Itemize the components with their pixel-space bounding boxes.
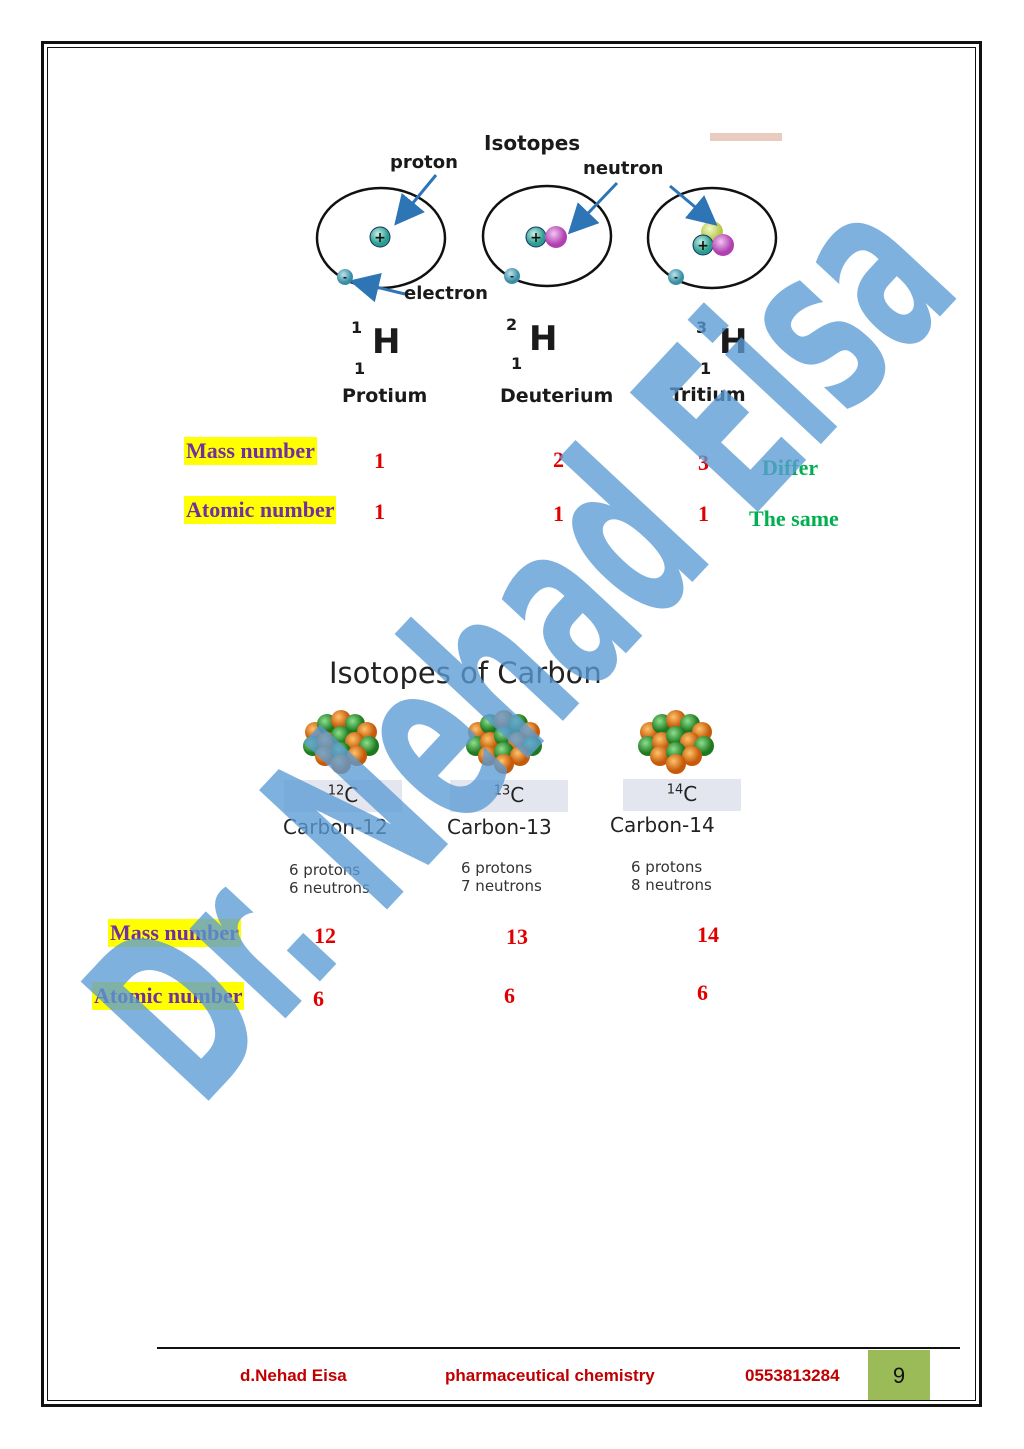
protium-mass-value: 1 xyxy=(374,448,385,473)
logo-smudge xyxy=(710,133,782,141)
carbon-14-atomic-value: 6 xyxy=(697,980,708,1005)
carbon-14-protons: 6 protons xyxy=(631,858,703,876)
footer-phone: 0553813284 xyxy=(745,1366,840,1385)
carbon-12-name: Carbon-12 xyxy=(283,815,388,839)
tritium-atomic-number: 1 xyxy=(700,359,712,378)
footer-divider xyxy=(157,1347,960,1349)
protium-atomic-number: 1 xyxy=(354,359,366,378)
tritium-name: Tritium xyxy=(670,384,746,406)
protium-mass-number: 1 xyxy=(351,318,363,337)
hydrogen-mass-number-label: Mass number xyxy=(184,437,317,465)
carbon-nuclei-graphic xyxy=(303,710,714,774)
neutron-arrow xyxy=(669,184,718,226)
carbon-13-atomic-value: 6 xyxy=(504,983,515,1008)
carbon-14-symbol-box: 14C xyxy=(623,779,741,811)
carbon-12-mass-sup: 12 xyxy=(327,783,345,799)
carbon-14-name: Carbon-14 xyxy=(610,813,715,837)
tritium-mass-number: 3 xyxy=(696,318,708,337)
hydrogen-isotopes-diagram: + + + - - - xyxy=(315,133,782,303)
deuterium-atomic-number: 1 xyxy=(511,354,523,373)
carbon-12-atomic-value: 6 xyxy=(313,986,324,1011)
tritium-symbol: H xyxy=(719,322,748,362)
neutron-particle xyxy=(545,226,567,248)
footer-subject: pharmaceutical chemistry xyxy=(445,1366,655,1385)
carbon-13-nucleus xyxy=(466,710,542,774)
atomic-number-note: The same xyxy=(749,506,839,531)
carbon-13-mass-sup: 13 xyxy=(493,783,511,799)
svg-text:-: - xyxy=(343,270,347,284)
tritium-mass-value: 3 xyxy=(698,450,709,475)
tritium-atomic-value: 1 xyxy=(698,501,709,526)
carbon-13-symbol-box: 13C xyxy=(450,780,568,812)
svg-text:+: + xyxy=(697,238,709,254)
electron-particle xyxy=(337,269,353,285)
isotopes-title: Isotopes xyxy=(484,131,581,155)
page-border-outer xyxy=(41,41,982,1407)
svg-text:+: + xyxy=(530,230,542,246)
neutron-arrow xyxy=(567,181,619,235)
proton-label: proton xyxy=(390,152,458,173)
carbon-12-protons: 6 protons xyxy=(289,861,361,879)
protium-symbol: H xyxy=(372,322,401,362)
neutron-label: neutron xyxy=(583,158,664,179)
carbon-13-symbol: C xyxy=(510,783,525,807)
hydrogen-atomic-number-label: Atomic number xyxy=(184,496,337,524)
carbon-12-symbol-box: 12C xyxy=(284,780,402,812)
carbon-atomic-number-label: Atomic number xyxy=(92,982,245,1010)
svg-text:-: - xyxy=(674,270,678,284)
protium-name: Protium xyxy=(342,385,428,407)
carbon-12-neutrons: 6 neutrons xyxy=(289,879,370,897)
carbon-13-mass-value: 13 xyxy=(506,924,528,949)
carbon-13-neutrons: 7 neutrons xyxy=(461,877,542,895)
carbon-14-neutrons: 8 neutrons xyxy=(631,876,712,894)
page-number: 9 xyxy=(892,1363,906,1388)
deuterium-symbol: H xyxy=(529,319,558,359)
deuterium-mass-value: 2 xyxy=(553,447,564,472)
proton-arrow xyxy=(394,174,438,226)
carbon-12-symbol: C xyxy=(344,783,359,807)
deuterium-atomic-value: 1 xyxy=(553,501,564,526)
carbon-isotopes-title: Isotopes of Carbon xyxy=(329,656,602,690)
neutron-particle xyxy=(712,234,734,256)
carbon-12-mass-value: 12 xyxy=(314,923,336,948)
svg-text:-: - xyxy=(510,269,514,283)
deuterium-name: Deuterium xyxy=(500,385,614,407)
carbon-13-name: Carbon-13 xyxy=(447,815,552,839)
page-number-box: 9 xyxy=(868,1350,930,1400)
electron-label: electron xyxy=(404,283,488,304)
deuterium-orbit xyxy=(481,184,613,288)
carbon-12-nucleus xyxy=(303,710,379,774)
footer-author: d.Nehad Eisa xyxy=(240,1366,347,1385)
carbon-mass-number-label: Mass number xyxy=(108,919,241,947)
mass-number-note: Differ xyxy=(762,455,819,480)
tritium-orbit xyxy=(646,186,778,290)
electron-arrow xyxy=(349,273,406,303)
electron-particle xyxy=(504,268,520,284)
proton-particle xyxy=(369,226,391,248)
page-border-inner xyxy=(47,47,976,1401)
carbon-14-symbol: C xyxy=(683,782,698,806)
svg-text:+: + xyxy=(374,230,386,246)
carbon-13-protons: 6 protons xyxy=(461,859,533,877)
carbon-14-mass-value: 14 xyxy=(697,922,719,947)
protium-atomic-value: 1 xyxy=(374,499,385,524)
electron-particle xyxy=(668,269,684,285)
carbon-14-mass-sup: 14 xyxy=(666,782,684,798)
carbon-14-nucleus xyxy=(638,710,714,774)
deuterium-mass-number: 2 xyxy=(506,315,518,334)
